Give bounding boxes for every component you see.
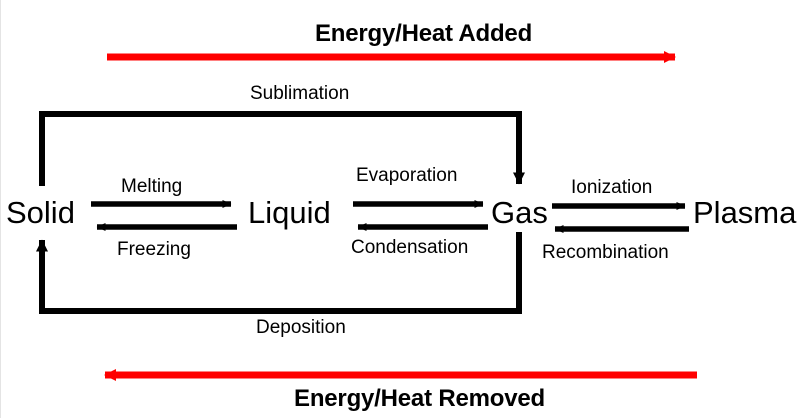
process-label-ionization: Ionization [571, 177, 653, 198]
energy-removed-title: Energy/Heat Removed [294, 385, 545, 412]
sublimation-arrow [39, 111, 525, 186]
process-label-sublimation: Sublimation [250, 83, 350, 104]
state-label-solid: Solid [6, 195, 75, 230]
process-label-melting: Melting [121, 176, 183, 197]
process-label-condensation: Condensation [351, 237, 469, 258]
state-label-liquid: Liquid [248, 195, 331, 230]
process-label-deposition: Deposition [256, 317, 346, 338]
process-label-evaporation: Evaporation [356, 165, 458, 186]
deposition-arrow [36, 232, 522, 314]
process-label-recombination: Recombination [542, 242, 669, 263]
state-label-gas: Gas [491, 195, 548, 230]
energy-added-title: Energy/Heat Added [314, 20, 533, 47]
state-label-plasma: Plasma [693, 195, 797, 230]
process-label-freezing: Freezing [117, 239, 191, 260]
